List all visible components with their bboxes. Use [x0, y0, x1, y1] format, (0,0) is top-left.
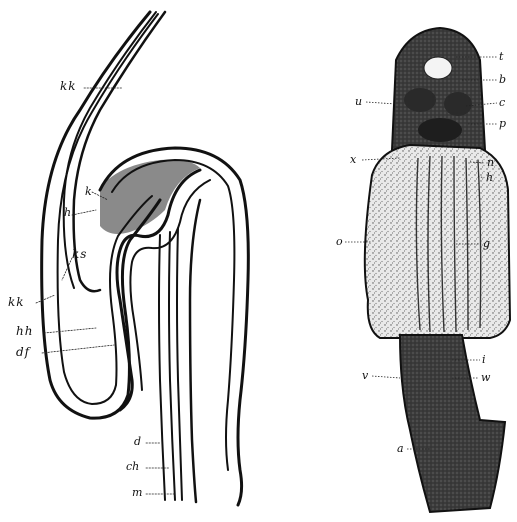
label-o: o	[336, 236, 343, 247]
specimen-tail	[400, 335, 505, 512]
label-ks: ks	[72, 248, 87, 260]
label-h-right: h	[486, 172, 493, 183]
label-kk-top: kk	[60, 80, 77, 92]
label-hh: hh	[16, 325, 33, 337]
label-v: v	[362, 370, 368, 381]
label-df: df	[16, 346, 30, 358]
label-g: g	[483, 238, 490, 249]
descending-tube-2	[169, 232, 175, 500]
label-w: w	[481, 372, 490, 383]
label-t: t	[499, 51, 503, 62]
label-k: k	[85, 186, 92, 197]
label-b: b	[499, 74, 506, 85]
specimen-head-highlight	[424, 57, 452, 79]
label-d: d	[134, 436, 141, 447]
label-a: a	[397, 443, 404, 454]
right-specimen	[345, 28, 510, 512]
descending-tube-3	[177, 228, 182, 500]
label-h: h	[64, 207, 71, 218]
label-ch: ch	[126, 461, 139, 472]
label-c: c	[499, 97, 505, 108]
label-p: p	[499, 118, 506, 129]
label-kk-left: kk	[8, 296, 25, 308]
descending-tube-4	[190, 200, 200, 502]
label-i: i	[482, 354, 486, 365]
label-n: n	[487, 157, 494, 168]
label-m: m	[132, 487, 142, 498]
label-x: x	[350, 154, 356, 165]
descending-tube-1	[159, 235, 165, 500]
label-u: u	[355, 96, 362, 107]
